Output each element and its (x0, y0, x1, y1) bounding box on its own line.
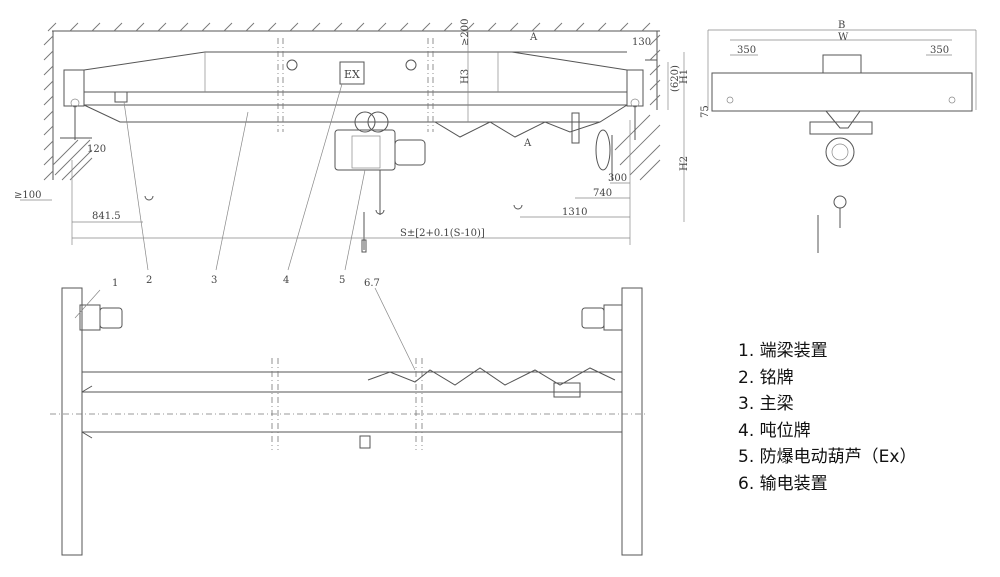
svg-text:B: B (838, 20, 845, 31)
svg-text:130: 130 (632, 37, 651, 48)
legend-item: 2. 铭牌 (738, 367, 794, 388)
svg-text:4: 4 (283, 275, 289, 286)
ceiling-hatch (43, 22, 661, 181)
svg-text:H3: H3 (460, 69, 471, 84)
svg-text:W: W (838, 32, 849, 43)
legend-item: 3. 主梁 (738, 394, 794, 414)
svg-text:350: 350 (737, 45, 756, 56)
svg-text:120: 120 (87, 144, 106, 155)
svg-text:6.7: 6.7 (364, 278, 380, 289)
svg-text:A: A (529, 32, 538, 43)
svg-text:1310: 1310 (562, 207, 587, 218)
svg-text:75: 75 (700, 105, 711, 118)
svg-text:A: A (523, 138, 532, 149)
svg-text:≥100: ≥100 (14, 190, 41, 201)
side-view: B W 350 350 75 (700, 20, 977, 253)
svg-text:841.5: 841.5 (92, 211, 121, 222)
svg-text:2: 2 (146, 275, 152, 286)
svg-text:300: 300 (608, 173, 627, 184)
parts-legend: 1. 端梁装置 2. 铭牌 3. 主梁 4. 吨位牌 5. 防爆电动葫芦（Ex）… (738, 338, 916, 497)
svg-text:H2: H2 (679, 156, 690, 171)
svg-text:740: 740 (593, 188, 612, 199)
legend-item: 5. 防爆电动葫芦（Ex） (738, 447, 917, 467)
svg-text:H1: H1 (679, 69, 690, 84)
plan-view: 1 6.7 (50, 278, 645, 556)
svg-text:1: 1 (112, 278, 118, 289)
svg-text:S±[2+0.1(S-10)]: S±[2+0.1(S-10)] (400, 228, 485, 239)
main-girder-front: EX (63, 38, 644, 253)
front-dimensions: ≥100 120 841.5 S±[2+0.1(S-10)] ≥200 H3 A… (14, 19, 690, 245)
svg-text:350: 350 (930, 45, 949, 56)
legend-item: 1. 端梁装置 (738, 341, 828, 361)
svg-text:≥200: ≥200 (460, 19, 471, 46)
svg-text:3: 3 (211, 275, 217, 286)
legend-item: 4. 吨位牌 (738, 420, 811, 441)
front-callouts: 2 3 4 5 (123, 83, 366, 286)
svg-text:(620): (620) (670, 65, 681, 92)
svg-text:5: 5 (339, 275, 345, 286)
ex-plate-text: EX (344, 68, 360, 81)
legend-item: 6. 输电装置 (738, 473, 828, 494)
